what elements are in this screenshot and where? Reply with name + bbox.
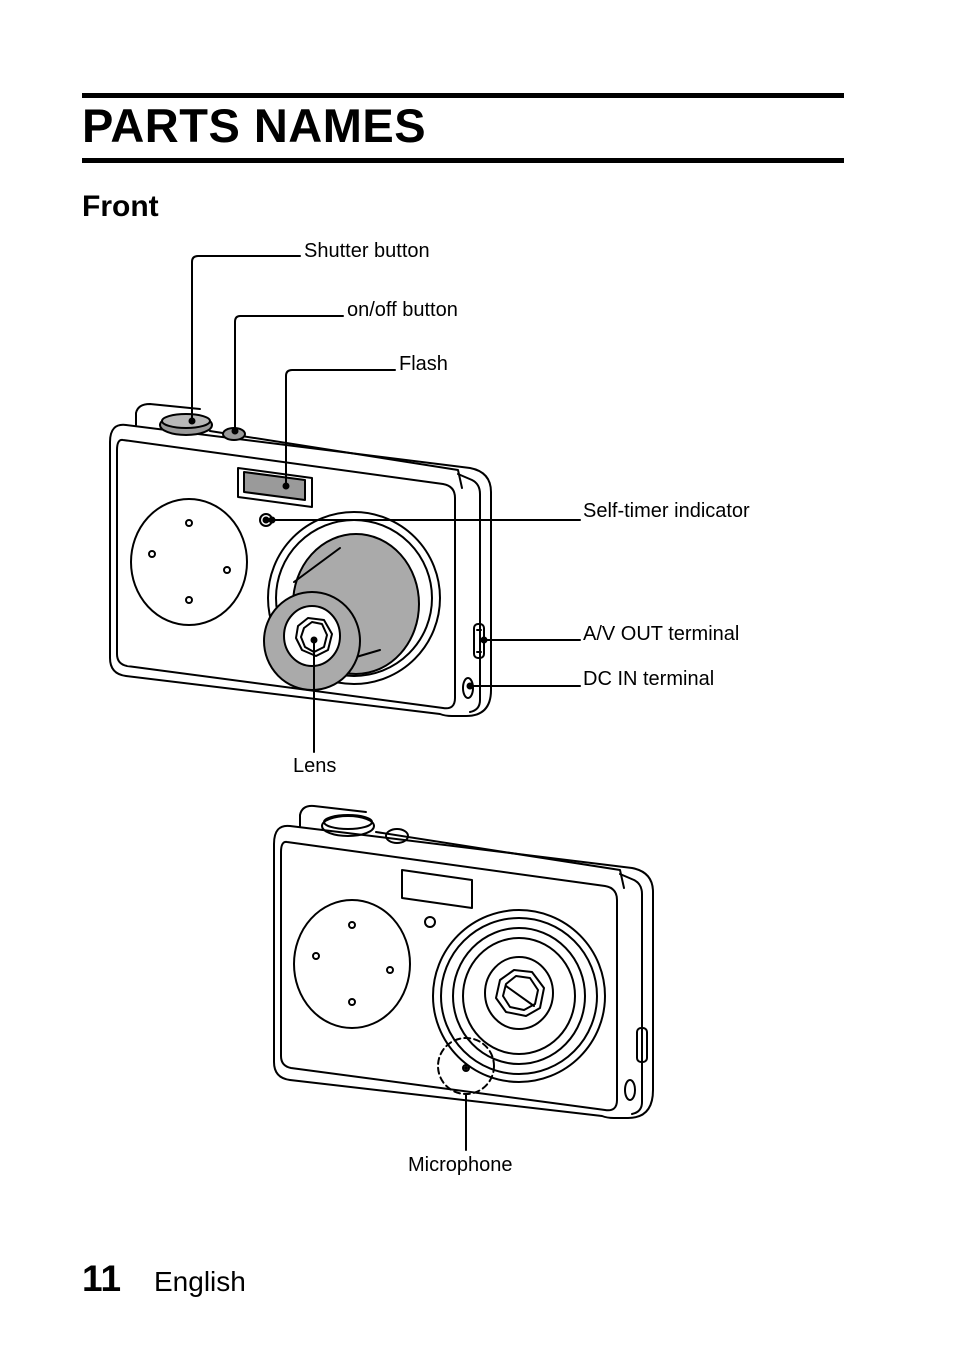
language-label: English: [154, 1266, 246, 1297]
flash-label: Flash: [399, 353, 448, 375]
camera-front-lens-extended: [109, 403, 492, 717]
self-timer-label: Self-timer indicator: [583, 500, 750, 522]
camera-front-lens-retracted: [273, 804, 654, 1119]
dc-in-label: DC IN terminal: [583, 668, 715, 690]
av-out-label: A/V OUT terminal: [583, 623, 740, 645]
section-heading: Front: [82, 190, 159, 223]
onoff-button-label: on/off button: [347, 299, 458, 321]
page-title: PARTS NAMES: [82, 99, 427, 152]
lens-label: Lens: [293, 755, 337, 777]
title-top-rule: [82, 93, 844, 98]
page-number: 11: [82, 1258, 122, 1299]
shutter-button-label: Shutter button: [304, 240, 430, 262]
title-bottom-rule: [82, 158, 844, 163]
microphone-label: Microphone: [408, 1154, 513, 1176]
